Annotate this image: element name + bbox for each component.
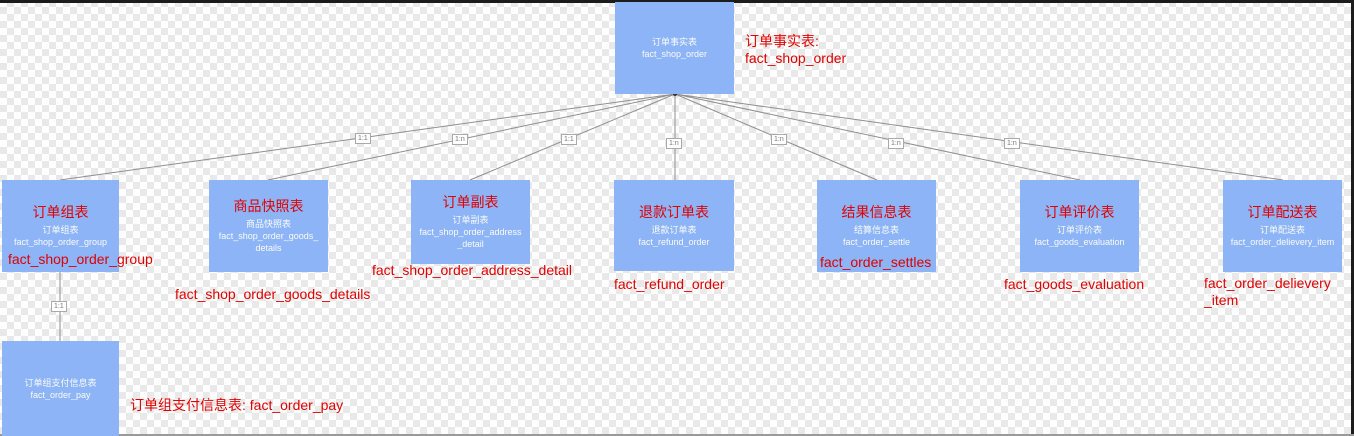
node-en-label: fact_shop_order xyxy=(641,49,708,59)
annotation-goods-details: fact_shop_order_goods_details xyxy=(175,286,371,302)
annotation-order-delivery: fact_order_delievery _item xyxy=(1204,275,1331,309)
relation-label-group: 1:1 xyxy=(355,133,371,144)
node-en-label: fact_order_delievery_item xyxy=(1230,237,1335,247)
relation-label-settle: 1:n xyxy=(771,134,787,145)
annotation-address-detail: fact_shop_order_address_detail xyxy=(372,262,573,278)
node-cn-label: 结算信息表 xyxy=(853,225,899,235)
connector-root-evaluation xyxy=(674,93,1081,181)
annotation-refund-order: fact_refund_order xyxy=(614,276,725,292)
node-header-label: 订单配送表 xyxy=(1247,204,1318,220)
annotation-order-settle: fact_order_settles xyxy=(820,254,932,270)
relation-label-pay: 1:1 xyxy=(51,301,67,312)
node-cn-label: 订单事实表 xyxy=(651,37,697,47)
relation-label-evaluation: 1:n xyxy=(888,138,904,149)
annotation-order-delivery-line2: _item xyxy=(1204,292,1239,308)
node-fact-shop-order[interactable]: 订单事实表 fact_shop_order xyxy=(615,2,734,94)
node-header-label: 订单组表 xyxy=(32,204,89,220)
node-order-group[interactable]: 订单组表 订单组表 fact_shop_order_group xyxy=(2,180,119,272)
node-header-label: 商品快照表 xyxy=(233,198,304,214)
node-header-label: 结果信息表 xyxy=(841,204,912,220)
annotation-goods-evaluation: fact_goods_evaluation xyxy=(1004,276,1145,292)
node-order-settle[interactable]: 结果信息表 结算信息表 fact_order_settle xyxy=(817,180,936,272)
window-right-border xyxy=(1351,0,1354,436)
node-cn-label: 商品快照表 xyxy=(245,219,291,229)
node-address-detail[interactable]: 订单副表 订单副表 fact_shop_order_address_detail xyxy=(411,180,530,264)
annotation-root-en: fact_shop_order xyxy=(745,50,847,66)
node-refund-order[interactable]: 退款订单表 退款订单表 fact_refund_order xyxy=(614,180,734,271)
relation-label-refund: 1:n xyxy=(666,138,682,149)
node-header-label: 订单副表 xyxy=(442,194,499,210)
relation-label-address: 1:1 xyxy=(561,134,577,145)
node-header-label: 退款订单表 xyxy=(639,203,709,220)
node-en-label: fact_shop_order_address_detail xyxy=(419,227,522,249)
node-cn-label: 订单组表 xyxy=(42,225,79,235)
node-en-label: fact_order_pay xyxy=(30,389,91,400)
node-en-label: fact_refund_order xyxy=(638,236,710,247)
connector-root-delivery xyxy=(674,93,1284,181)
node-cn-label: 订单评价表 xyxy=(1056,225,1102,235)
annotation-order-group: fact_shop_order_group xyxy=(8,251,153,267)
relation-label-delivery: 1:n xyxy=(1004,138,1020,149)
node-goods-details[interactable]: 商品快照表 商品快照表 fact_shop_order_goods_detail… xyxy=(209,180,328,272)
node-en-label: fact_shop_order_group xyxy=(13,237,108,247)
annotation-order-delivery-line1: fact_order_delievery xyxy=(1204,275,1331,291)
node-order-delivery[interactable]: 订单配送表 订单配送表 fact_order_delievery_item xyxy=(1223,180,1342,272)
node-cn-label: 订单副表 xyxy=(452,215,489,225)
node-cn-label: 订单组支付信息表 xyxy=(24,377,97,388)
relation-label-goods: 1:n xyxy=(452,134,468,145)
node-header-label: 订单评价表 xyxy=(1044,204,1115,220)
node-en-label: fact_goods_evaluation xyxy=(1034,237,1125,247)
node-cn-label: 订单配送表 xyxy=(1259,225,1305,235)
node-en-label: fact_shop_order_goods_details xyxy=(218,231,319,253)
node-cn-label: 退款订单表 xyxy=(651,224,697,235)
annotation-order-pay: 订单组支付信息表: fact_order_pay xyxy=(130,397,344,413)
annotation-root-cn: 订单事实表: xyxy=(745,33,819,49)
window-top-border xyxy=(0,0,1354,3)
annotation-root: 订单事实表: fact_shop_order xyxy=(745,33,846,67)
node-goods-evaluation[interactable]: 订单评价表 订单评价表 fact_goods_evaluation xyxy=(1020,180,1139,272)
node-order-pay[interactable]: 订单组支付信息表 fact_order_pay xyxy=(2,341,119,436)
window-bottom-border xyxy=(0,434,1354,436)
node-en-label: fact_order_settle xyxy=(842,237,911,247)
connector-root-goods xyxy=(267,93,676,181)
